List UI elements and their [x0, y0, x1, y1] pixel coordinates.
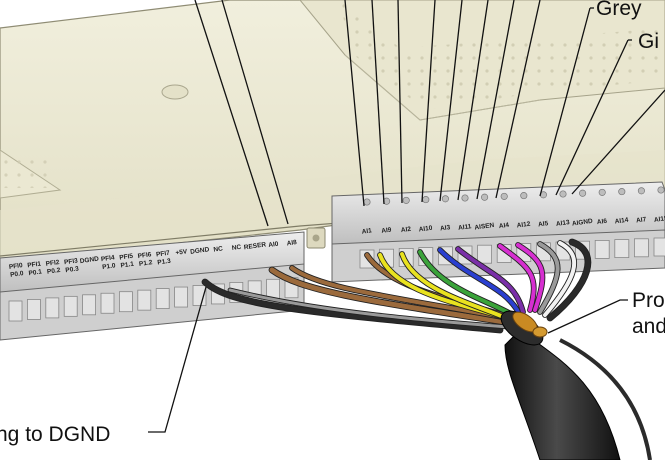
pin-label: PFI2P0.2	[45, 259, 61, 276]
leader-lines	[194, 0, 665, 227]
pin-label: +5V	[175, 248, 188, 257]
terminal-screw	[618, 188, 626, 196]
wire	[543, 241, 577, 317]
pin-label: AI2	[400, 226, 411, 234]
pin-label: PFI3P0.3	[64, 257, 80, 274]
pin-label: AI10	[418, 225, 433, 234]
pin-label: AI3	[440, 224, 451, 232]
wire	[269, 267, 508, 325]
wire	[456, 247, 525, 314]
callouts: ng to DGND Grey Gi Pro and	[0, 0, 665, 446]
pin-label: AI5	[538, 220, 549, 228]
terminal-socket	[100, 292, 115, 314]
terminal-screw	[461, 194, 469, 202]
pin-label: AI8	[286, 239, 297, 247]
terminal-screw	[559, 190, 567, 198]
wire	[538, 242, 560, 314]
wire	[228, 288, 522, 330]
pin-label: DGND	[79, 255, 99, 265]
terminal-screw	[520, 192, 528, 200]
pin-label: PFI1P0.1	[27, 260, 43, 277]
terminal-screw	[441, 195, 449, 203]
terminal-socket	[63, 295, 78, 317]
terminal-socket	[614, 239, 630, 259]
terminal-socket	[653, 237, 665, 257]
terminal-socket	[119, 291, 133, 313]
terminal-socket	[82, 294, 96, 316]
wires	[201, 238, 592, 334]
terminal-socket	[634, 238, 649, 258]
terminal-screw	[637, 187, 645, 195]
pin-label: PFI4P1.0	[101, 254, 117, 271]
callout-grey: Grey	[596, 0, 642, 20]
pin-label: AI7	[636, 216, 647, 224]
terminal-socket	[155, 288, 170, 310]
callout-dgnd: ng to DGND	[0, 423, 110, 446]
pin-label: NC	[213, 245, 224, 253]
callout-green: Gi	[638, 30, 659, 53]
pin-label: AIGND	[572, 218, 594, 228]
callout-pro-line1: Pro	[632, 289, 665, 312]
pin-label: AI14	[614, 217, 629, 226]
terminal-screw	[598, 188, 606, 196]
terminal-screw	[481, 193, 489, 201]
pin-label: PFI0P0.0	[9, 262, 25, 279]
pin-label: PFI5P1.1	[119, 253, 135, 270]
wire	[516, 243, 545, 312]
pin-label: AI13	[556, 219, 571, 228]
terminal-screw	[657, 186, 665, 194]
wire	[547, 239, 591, 321]
pin-label: AI4	[498, 222, 509, 230]
wire	[438, 248, 522, 317]
pin-label: RESER	[243, 241, 266, 251]
terminal-socket	[45, 297, 60, 319]
pin-label: PFI6P1.2	[137, 251, 153, 268]
pin-label: AI0	[268, 241, 279, 249]
terminal-screw	[500, 192, 508, 200]
pin-label: AI15	[654, 215, 665, 224]
pin-label: PFI7P1.3	[156, 250, 172, 267]
shielded-cable	[500, 310, 652, 460]
pin-label: AI12	[516, 221, 531, 230]
wire	[202, 279, 503, 333]
terminal-socket	[8, 300, 23, 322]
terminal-socket	[137, 289, 152, 311]
pin-label: DGND	[190, 246, 210, 256]
terminal-screw	[579, 189, 587, 197]
pin-label: AISEN	[474, 222, 495, 232]
callout-leaders	[148, 286, 628, 433]
terminal-socket	[26, 299, 41, 320]
pin-label: NC	[231, 244, 242, 252]
terminal-screw	[422, 196, 430, 204]
terminal-screw	[402, 196, 410, 204]
callout-pro-line2: and	[632, 315, 665, 338]
terminal-socket	[477, 244, 493, 264]
pin-label: AI9	[381, 226, 392, 234]
pin-label: AI6	[596, 218, 607, 226]
pin-label: AI1	[361, 227, 372, 235]
wire	[498, 244, 536, 312]
terminal-screw	[363, 198, 371, 206]
pin-label: AI11	[458, 223, 473, 232]
wire	[290, 266, 510, 320]
terminal-socket	[594, 239, 610, 259]
terminal-socket	[174, 286, 189, 308]
